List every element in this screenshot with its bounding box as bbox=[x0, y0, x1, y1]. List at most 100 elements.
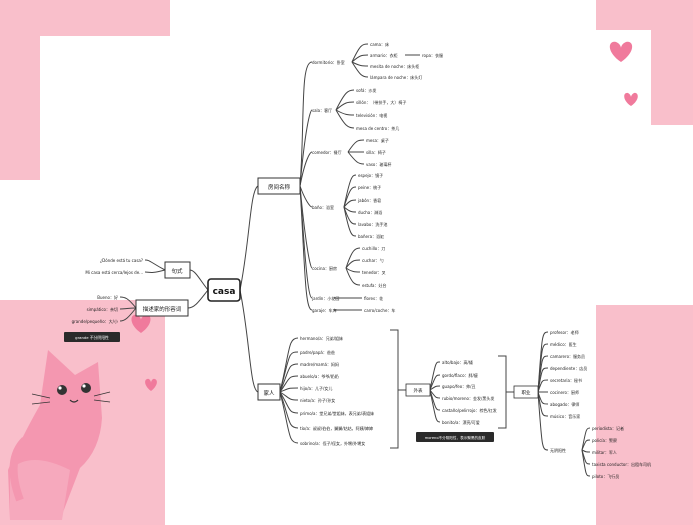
family-member: primo/a：堂兄弟/堂姐妹，表兄弟/表姐妹 bbox=[300, 410, 374, 416]
adjectives-note: grande 不分阴阳性 bbox=[64, 332, 120, 342]
pink-panel-top-right bbox=[596, 0, 693, 30]
room-bano: baño：浴室 bbox=[312, 204, 334, 210]
sala-item: sillón：（带扶手，大）椅子 bbox=[356, 99, 406, 105]
cocina-item: estufa：灶台 bbox=[362, 282, 387, 288]
dormitorio-item: armario：衣柜 bbox=[370, 52, 398, 58]
job-sub-label: 无阴阳性 bbox=[550, 447, 566, 453]
adjective-item: simpático：亲切 bbox=[87, 306, 118, 312]
family-member: hermano/a：兄弟/姐妹 bbox=[300, 335, 343, 341]
branch-rooms-label: 房间名称 bbox=[268, 183, 291, 191]
branch-family-label: 家人 bbox=[263, 389, 275, 397]
pink-panel-right bbox=[651, 30, 693, 125]
room-dormitorio: dormitorio：卧室 bbox=[312, 59, 345, 65]
pink-panel-bottom-right bbox=[596, 305, 693, 525]
job-sub-item: taxista conductor：出租车司机 bbox=[592, 461, 651, 467]
cocina-item: cuchar：勺 bbox=[362, 257, 384, 263]
pink-panel-top-band bbox=[40, 0, 170, 36]
family-member: abuelo/a：爷爷/奶奶 bbox=[300, 373, 339, 379]
job-item: secretaria：秘书 bbox=[550, 377, 582, 383]
cocina-item: cuchillo：刀 bbox=[362, 246, 385, 251]
job-item: profesor：老师 bbox=[550, 329, 579, 335]
job-sub-item: piloto：飞行员 bbox=[592, 473, 619, 479]
family-member: nieto/a：孙子/孙女 bbox=[300, 397, 335, 403]
job-sub-item: militar：军人 bbox=[592, 450, 617, 455]
sala-item: sofá：沙发 bbox=[356, 87, 376, 93]
bano-item: jabón：香皂 bbox=[357, 197, 381, 203]
comedor-item: vaso：玻璃杯 bbox=[366, 161, 391, 167]
branch-adjectives[interactable]: 描述家的形容词 bbox=[135, 299, 189, 317]
room-jardin: jardín：小花园 bbox=[311, 295, 339, 301]
job-item: cocinero：厨师 bbox=[550, 389, 579, 395]
appearance-item: alto/bajo：高/矮 bbox=[442, 359, 473, 365]
pink-panel-left bbox=[0, 30, 40, 180]
sentence-item: ¿Dónde está tu casa? bbox=[100, 258, 143, 263]
room-sala: sala：客厅 bbox=[312, 107, 332, 113]
family-member: hijo/a：儿子/女儿 bbox=[300, 385, 332, 391]
job-item: abogado：律师 bbox=[550, 401, 579, 407]
sala-item: mesa de centro：茶几 bbox=[356, 125, 399, 131]
bano-item: peine：梳子 bbox=[358, 184, 381, 190]
job-item: camarero：服务员 bbox=[550, 353, 585, 359]
room-leaves: dormitorio：卧室 cama：床 armario：衣柜 mesita d… bbox=[311, 41, 443, 313]
appearance-note: moreno不分阴阳性，表示黝黑的皮肤 bbox=[416, 432, 494, 442]
job-sub-item: periodista：记者 bbox=[592, 425, 624, 431]
job-item: dependiente：店员 bbox=[550, 365, 587, 371]
jardin-item: flores：花 bbox=[364, 295, 383, 301]
heart-icon bbox=[145, 378, 157, 391]
room-cocina: cocina：厨房 bbox=[312, 265, 337, 271]
bano-item: lavabo：洗手池 bbox=[358, 221, 387, 227]
branch-adjectives-label: 描述家的形容词 bbox=[143, 305, 182, 313]
sentence-item: Mi casa está cerca/lejos de... bbox=[85, 270, 143, 275]
appearance-label: 外表 bbox=[414, 387, 423, 394]
adjective-item: grande/pequeño：大/小 bbox=[72, 318, 118, 324]
sala-item: televisión：电视 bbox=[356, 112, 387, 118]
family-member: madre/mamá：妈妈 bbox=[300, 361, 339, 367]
adjective-item: Bueno：好 bbox=[97, 294, 118, 300]
center-node[interactable]: casa bbox=[207, 278, 241, 302]
pink-panel-top-left bbox=[0, 0, 40, 30]
appearance-item: rubio/moreno：金发/黑头发 bbox=[442, 395, 494, 401]
family-leaves: hermano/a：兄弟/姐妹 padre/papá：爸爸 madre/mamá… bbox=[300, 335, 374, 446]
job-leaves: profesor：老师 médico：医生 camarero：服务员 depen… bbox=[550, 329, 651, 479]
appearance-item: bonito/a：漂亮/可爱 bbox=[442, 419, 480, 425]
comedor-item: mesa：桌子 bbox=[366, 137, 389, 143]
heart-icon bbox=[624, 92, 638, 106]
dormitorio-item: mesita de noche：床头柜 bbox=[370, 63, 419, 69]
job-node[interactable]: 职业 bbox=[513, 385, 539, 399]
connectors bbox=[119, 43, 591, 477]
bano-item: ducha：淋浴 bbox=[358, 209, 382, 215]
room-comedor: comedor：餐厅 bbox=[312, 149, 342, 155]
appearance-leaves: alto/bajo：高/矮 gordo/flaco：胖/瘦 guapo/feo：… bbox=[442, 359, 497, 425]
family-member: sobrino/a：侄子/侄女，外甥/外甥女 bbox=[300, 440, 365, 446]
appearance-item: gordo/flaco：胖/瘦 bbox=[442, 372, 478, 378]
appearance-item: castaño/pelirrojo：棕色/红发 bbox=[442, 407, 497, 413]
cat-illustration bbox=[8, 350, 111, 520]
bano-item: bañera：浴缸 bbox=[358, 233, 384, 239]
family-member: padre/papá：爸爸 bbox=[300, 349, 335, 355]
appearance-note-text: moreno不分阴阳性，表示黝黑的皮肤 bbox=[425, 435, 486, 440]
family-member: tío/a：叔叔/伯伯，舅舅/姑姑，阿姨/婶婶 bbox=[300, 425, 373, 431]
appearance-node[interactable]: 外表 bbox=[405, 383, 431, 397]
bano-item: espejo：镜子 bbox=[358, 172, 383, 178]
center-label: casa bbox=[213, 287, 236, 297]
heart-icon bbox=[131, 314, 151, 333]
dormitorio-item: lámpara de noche：床头灯 bbox=[370, 74, 422, 80]
cocina-item: tenedor：叉 bbox=[362, 270, 386, 275]
job-label: 职业 bbox=[522, 389, 531, 396]
comedor-item: silla：椅子 bbox=[366, 149, 386, 155]
dormitorio-sub: ropa：衣服 bbox=[422, 52, 443, 58]
garaje-item: carro/coche：车 bbox=[364, 307, 395, 313]
adjectives-note-text: grande 不分阴阳性 bbox=[75, 335, 109, 340]
appearance-item: guapo/feo：帅/丑 bbox=[442, 383, 476, 389]
branch-rooms[interactable]: 房间名称 bbox=[257, 177, 301, 195]
branch-sentences[interactable]: 句式 bbox=[164, 261, 191, 279]
branch-family[interactable]: 家人 bbox=[257, 383, 281, 401]
job-item: músico：音乐家 bbox=[550, 413, 580, 419]
sentence-leaves: ¿Dónde está tu casa? Mi casa está cerca/… bbox=[72, 258, 143, 324]
heart-icon bbox=[609, 41, 633, 62]
job-item: médico：医生 bbox=[550, 341, 577, 347]
job-sub-item: policía：警察 bbox=[592, 437, 617, 443]
branch-sentences-label: 句式 bbox=[171, 267, 183, 275]
dormitorio-item: cama：床 bbox=[370, 41, 389, 47]
